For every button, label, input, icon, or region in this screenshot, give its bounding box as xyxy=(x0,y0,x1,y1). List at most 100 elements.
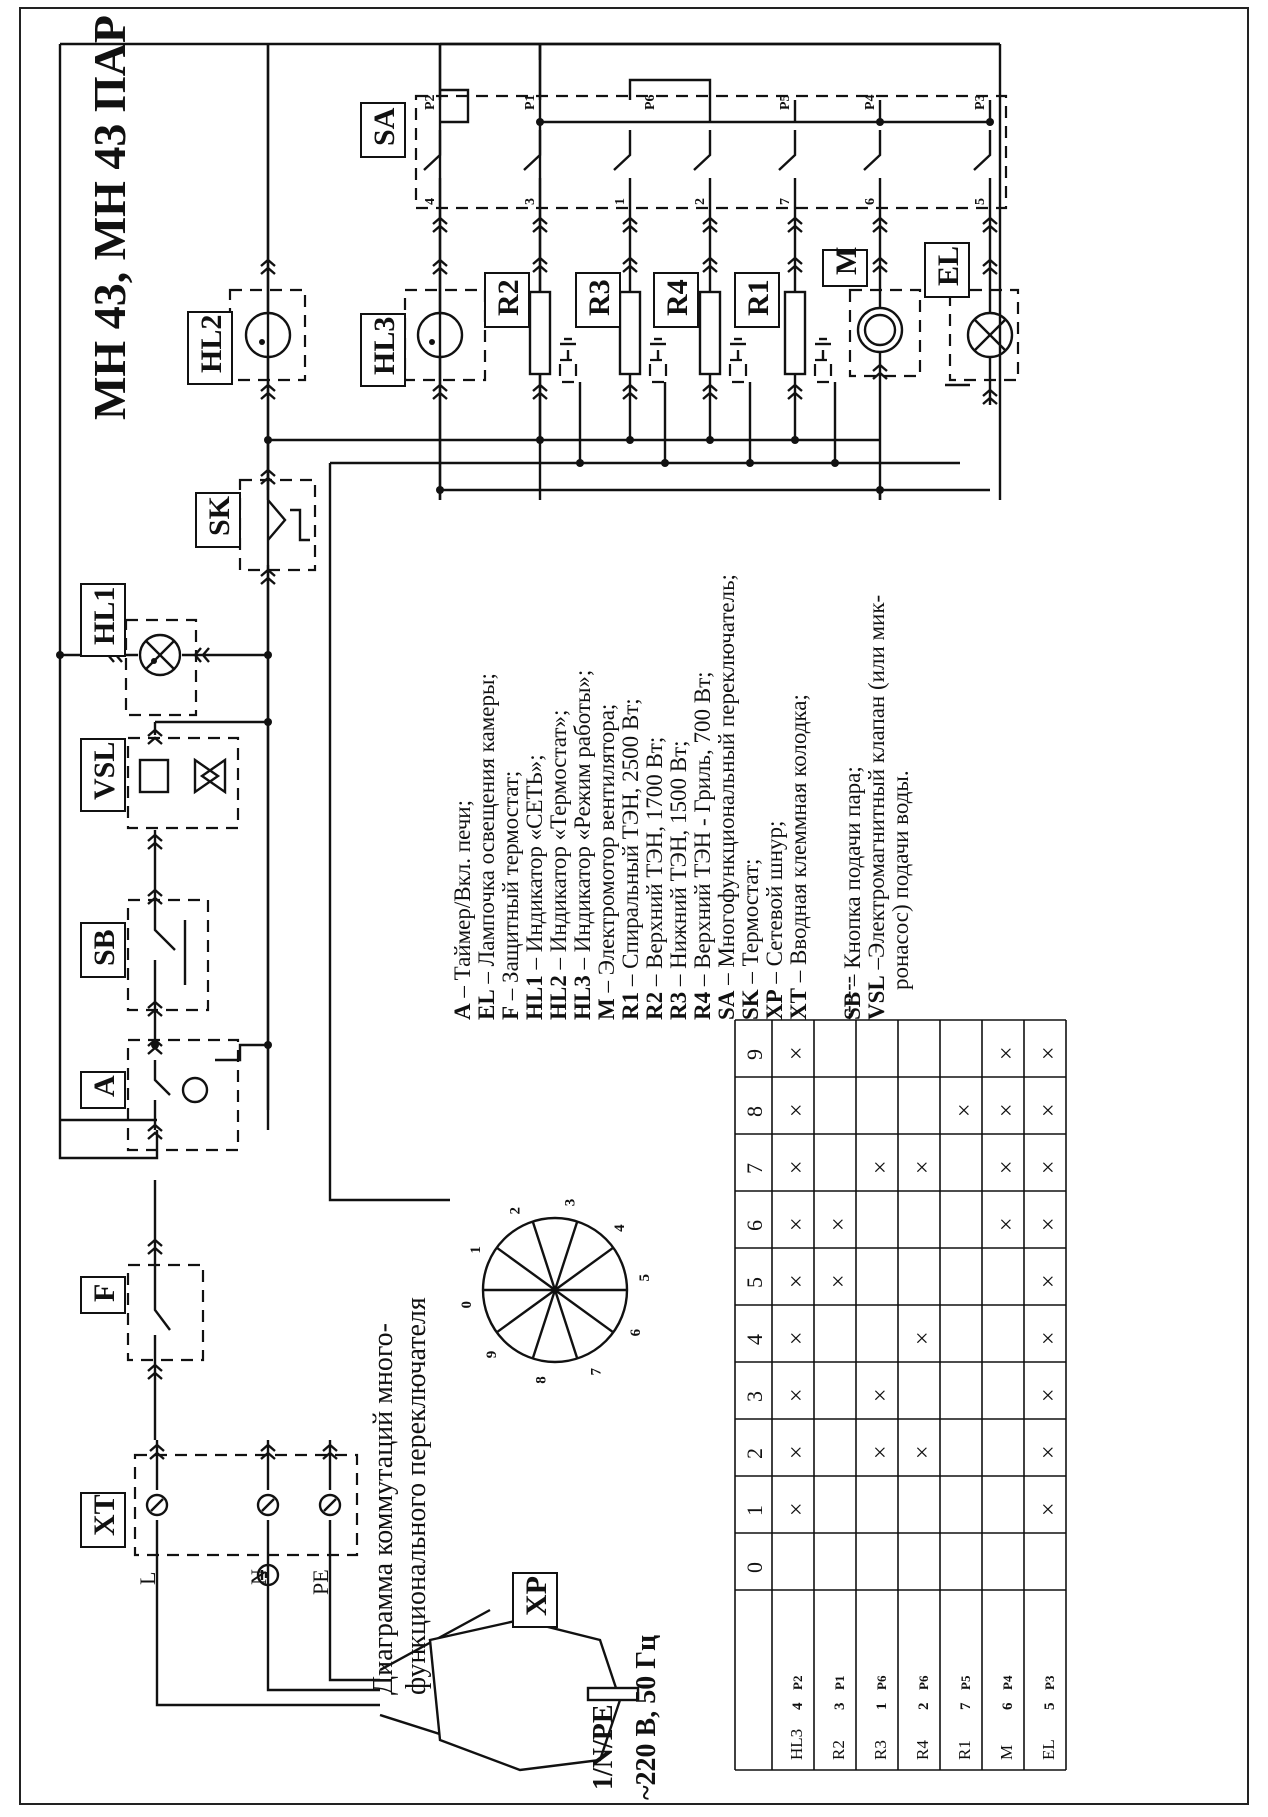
table-row-a: 1 xyxy=(874,1703,890,1711)
terminal-mark xyxy=(147,896,163,905)
legend-key: F xyxy=(498,1006,523,1020)
motor-icon-inner xyxy=(863,313,897,347)
table-mark: × xyxy=(1036,1160,1062,1174)
terminal-mark xyxy=(432,216,448,225)
dial-number-1: 1 xyxy=(468,1246,484,1254)
table-row-a: 6 xyxy=(1000,1702,1016,1710)
switch-contact xyxy=(973,130,992,171)
table-pos-1: 1 xyxy=(742,1505,767,1516)
legend-text: – Верхний ТЭН, 1700 Вт; xyxy=(642,737,667,992)
terminal-mark xyxy=(147,728,163,737)
table-mark: × xyxy=(868,1445,894,1459)
xp-label-box xyxy=(512,1572,558,1628)
m-box xyxy=(848,288,922,378)
diagram-caption-2: функционального переключателя xyxy=(401,1297,432,1695)
terminal-mark xyxy=(147,1000,163,1009)
contact-top-P1: P1 xyxy=(523,94,538,110)
junction-dot xyxy=(746,459,754,467)
table-row-a: 4 xyxy=(790,1702,806,1710)
legend-key: HL2 xyxy=(546,975,571,1020)
table-mark: × xyxy=(1036,1331,1062,1345)
terminal-mark xyxy=(872,371,888,380)
legend-row-XP: XP – Сетевой шнур; xyxy=(762,821,787,1020)
supply-line-1: 1/N/PE xyxy=(588,1704,619,1790)
junction-dot xyxy=(706,436,714,444)
sk-label: SK xyxy=(203,495,236,536)
dial-number-0: 0 xyxy=(459,1301,475,1309)
junction-dot xyxy=(56,651,64,659)
contact-bottom-4: 4 xyxy=(423,198,438,205)
legend-text: – Многофункциональный переключатель; xyxy=(714,574,739,991)
hl1-lamp-x xyxy=(145,640,175,670)
table-row-name-R3: R3 xyxy=(871,1740,890,1760)
table-row-b: P4 xyxy=(1000,1675,1015,1690)
terminal-mark xyxy=(149,1451,165,1460)
legend-key: HL1 xyxy=(522,975,547,1020)
terminal-mark xyxy=(702,264,718,273)
legend-key: XP xyxy=(762,989,787,1020)
r4-resistor-icon xyxy=(698,290,722,376)
terminal-mark xyxy=(432,383,448,392)
hl1-label-box xyxy=(80,583,126,657)
contact-bottom-1: 1 xyxy=(613,198,628,205)
sa-switch-box xyxy=(414,94,1008,210)
table-mark: × xyxy=(784,1160,810,1174)
dial-number-7: 7 xyxy=(588,1367,604,1375)
table-pos-5: 5 xyxy=(742,1277,767,1288)
table-mark: × xyxy=(1036,1046,1062,1060)
contact-bottom-5: 5 xyxy=(973,198,988,205)
sk-label-box xyxy=(195,492,241,548)
el-box xyxy=(948,288,1020,382)
legend-text: – Электромотор вентилятора; xyxy=(594,704,619,999)
switch-table xyxy=(734,1019,1067,1771)
legend-row-EL: EL – Лампочка освещения камеры; xyxy=(474,673,499,1020)
table-pos-0: 0 xyxy=(742,1562,767,1573)
dial-number-2: 2 xyxy=(508,1207,524,1215)
table-row-b: P2 xyxy=(790,1676,805,1690)
table-mark: × xyxy=(910,1331,936,1345)
r3-label-box xyxy=(575,272,621,328)
junction-dot xyxy=(536,118,544,126)
table-mark: × xyxy=(826,1274,852,1288)
sk-box xyxy=(238,478,317,572)
contact-top-P2: P2 xyxy=(423,94,438,110)
legend-separator: ------ xyxy=(835,976,860,1020)
terminal-mark xyxy=(622,383,638,392)
r2-label: R2 xyxy=(492,279,525,316)
legend-text: – Термостат; xyxy=(738,859,763,990)
legend-key: SK xyxy=(738,989,763,1020)
table-row-name-R2: R2 xyxy=(829,1740,848,1760)
contact-top-P4: P4 xyxy=(863,94,878,110)
r2-resistor-icon xyxy=(528,290,552,376)
R1-ground-box xyxy=(813,358,833,384)
terminal-mark xyxy=(872,256,888,265)
legend-key: XT xyxy=(786,988,811,1020)
xp-label: XP xyxy=(520,1576,553,1616)
terminal-mark xyxy=(872,224,888,233)
terminal-mark xyxy=(147,736,163,745)
terminal-mark xyxy=(432,391,448,400)
sa-p6-link xyxy=(628,78,712,122)
solenoid-coil-icon xyxy=(138,758,170,794)
terminal-mark xyxy=(787,216,803,225)
legend-text: – Сетевой шнур; xyxy=(762,821,787,990)
terminal-mark xyxy=(260,568,276,577)
legend-row-A: A – Таймер/Вкл. печи; xyxy=(450,800,475,1020)
el-lamp-x xyxy=(974,319,1006,351)
table-pos-2: 2 xyxy=(742,1448,767,1459)
legend-key: R1 xyxy=(618,992,643,1020)
dial-number-6: 6 xyxy=(628,1328,644,1336)
table-mark: × xyxy=(784,1445,810,1459)
terminal-mark xyxy=(147,1046,163,1055)
junction-dot xyxy=(831,459,839,467)
hl3-box xyxy=(403,288,487,382)
table-row-a: 7 xyxy=(958,1702,974,1710)
terminal-mark xyxy=(982,224,998,233)
R3-ground-box xyxy=(648,358,668,384)
f-box xyxy=(126,1263,205,1362)
table-row-b: P6 xyxy=(916,1675,931,1690)
terminal-mark xyxy=(532,264,548,273)
terminal-mark xyxy=(982,266,998,275)
terminal-mark xyxy=(532,256,548,265)
